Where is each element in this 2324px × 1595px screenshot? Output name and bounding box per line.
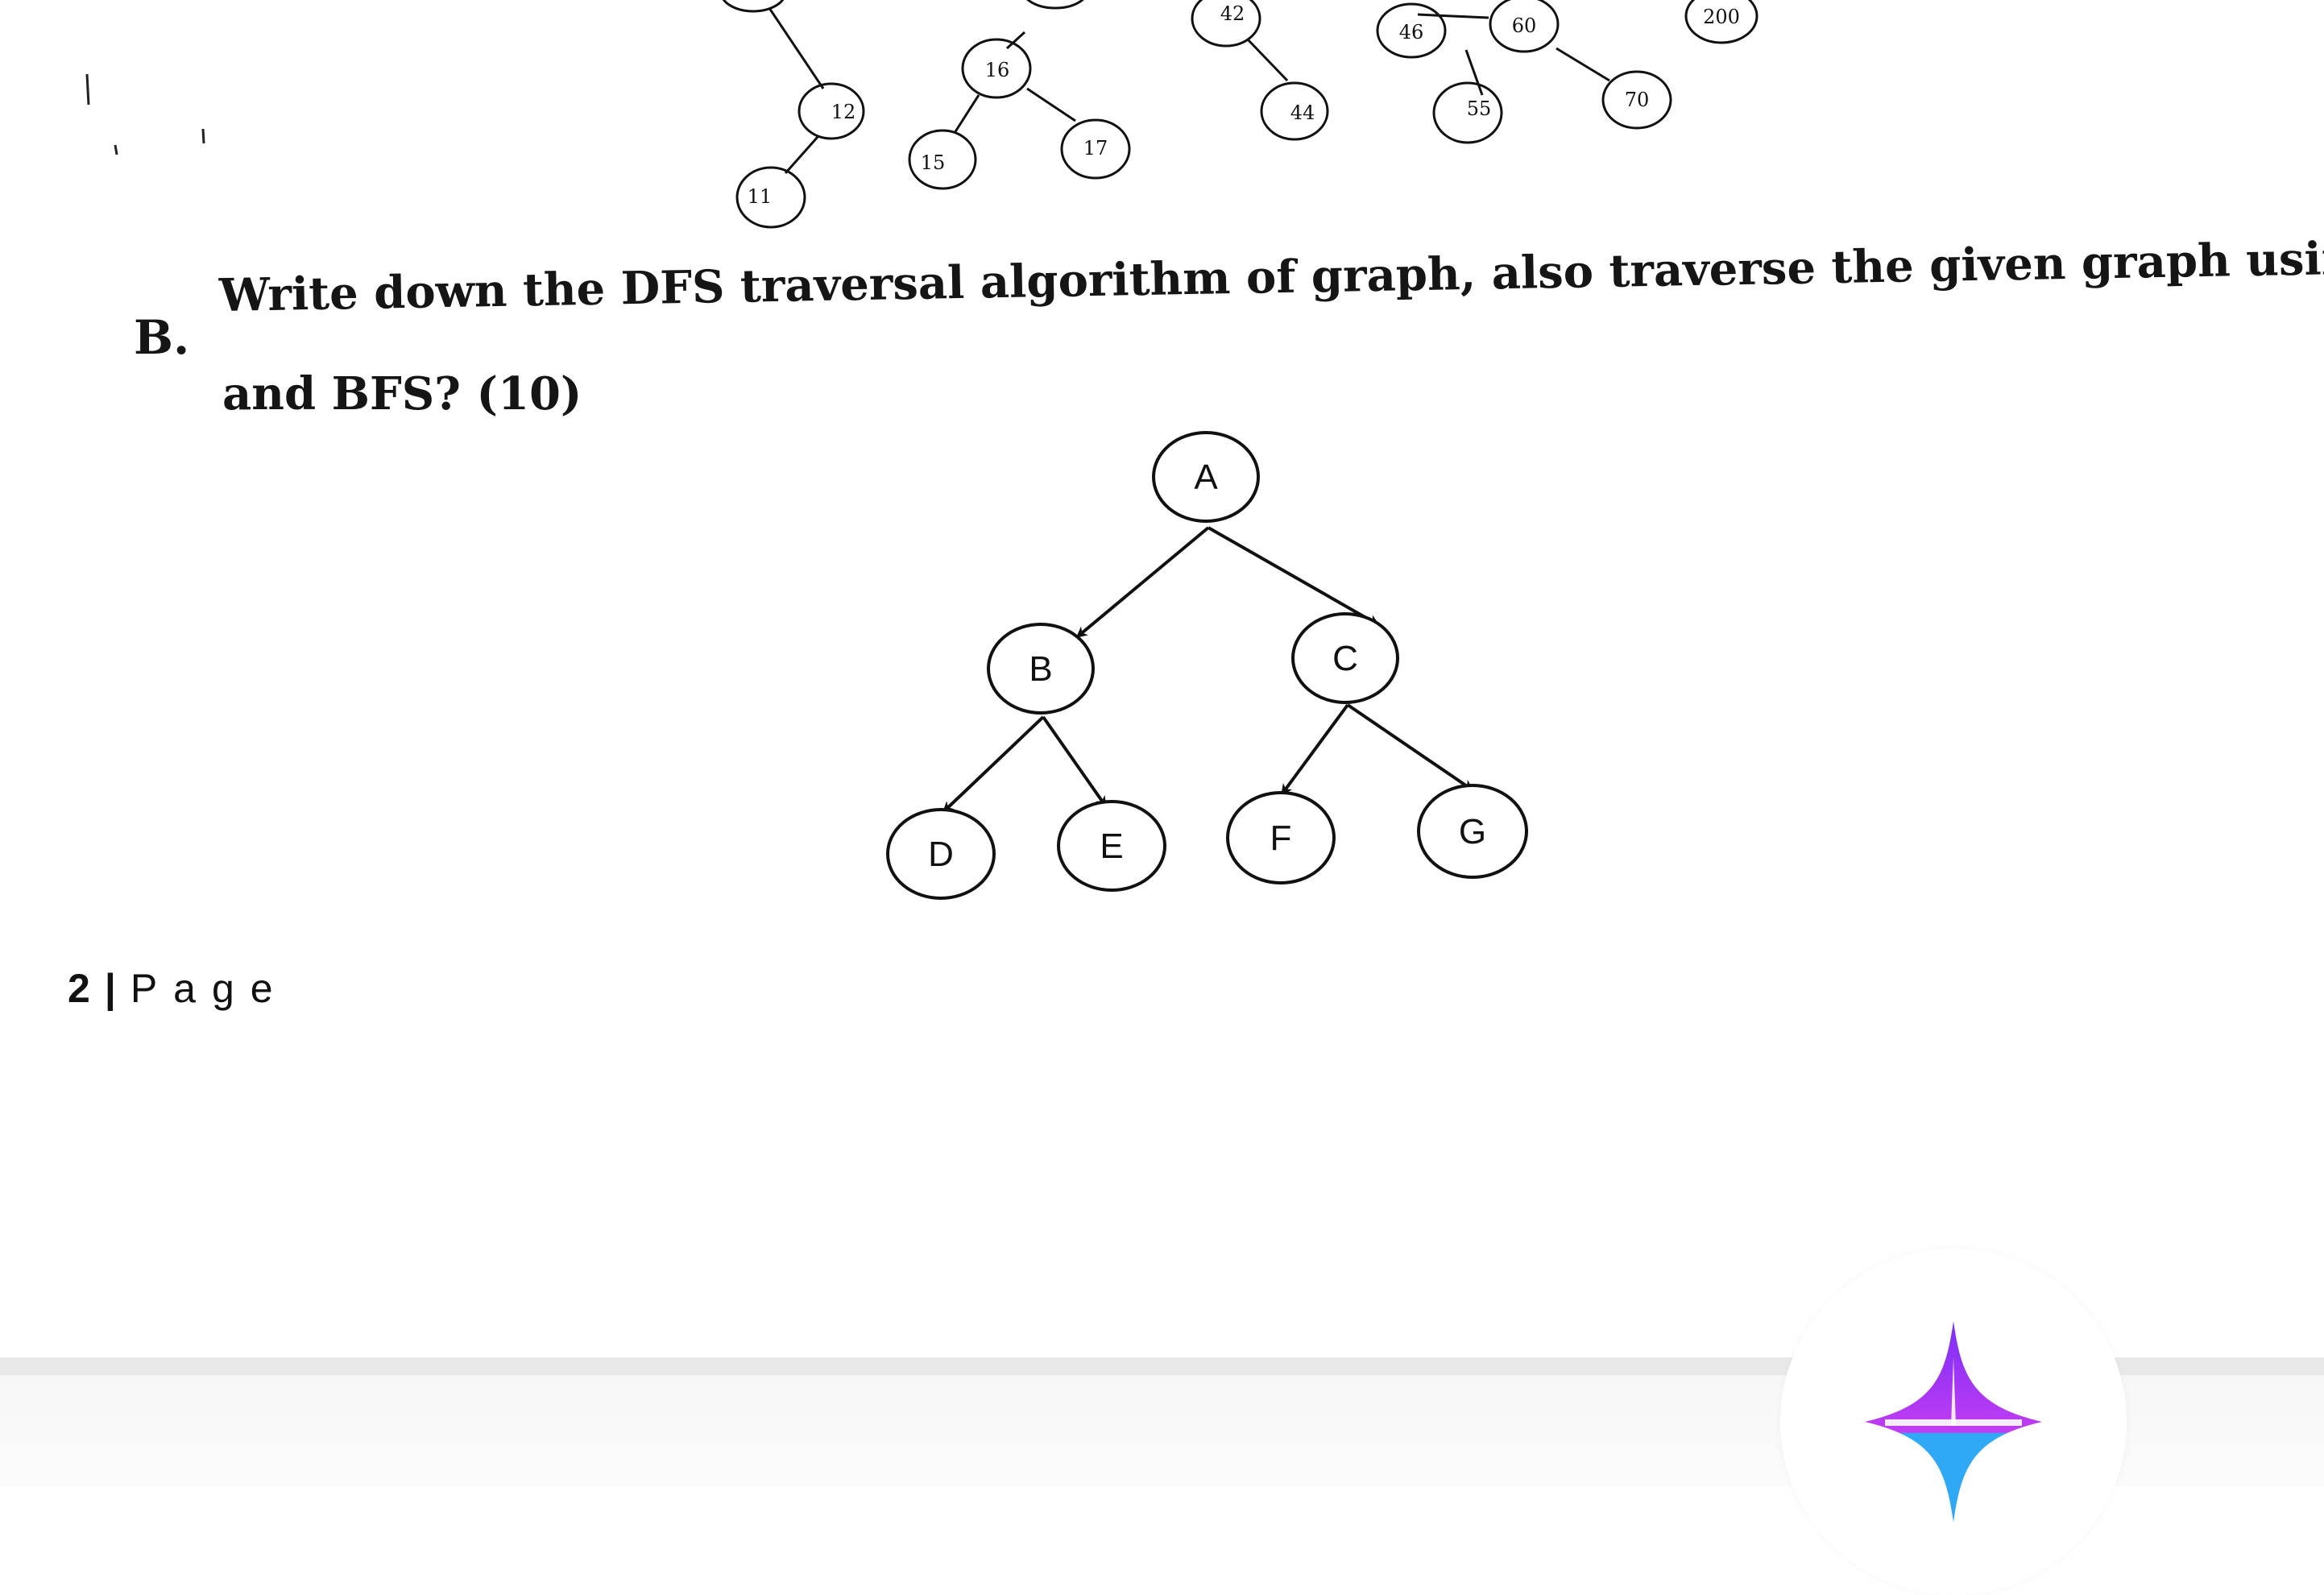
question-text-line-2: and BFS? (10) (222, 367, 582, 420)
graph-node-g (1417, 784, 1528, 879)
edge-a-c (1208, 526, 1380, 626)
edge-c-g (1346, 703, 1474, 791)
graph-node-e (1057, 800, 1166, 892)
page-separator: | (104, 966, 116, 1011)
graph-node-f (1226, 791, 1336, 884)
page-footer: 2 | Page (68, 965, 289, 1012)
graph-node-label: G (1459, 812, 1486, 851)
graph-node-label: B (1029, 649, 1052, 689)
sparkle-star-icon (1865, 1321, 2042, 1522)
edge-c-f (1281, 703, 1349, 796)
top-tree-diagram: 12 11 16 15 17 42 44 46 60 55 70 200 (85, 0, 1759, 229)
graph-node-a (1152, 431, 1260, 523)
tree-node-label: 60 (1512, 14, 1537, 37)
tree-node-label: 44 (1290, 102, 1315, 124)
tree-node-label: 46 (1399, 21, 1424, 44)
page-number: 2 (68, 966, 90, 1011)
graph-node-label: A (1194, 458, 1218, 497)
ai-assistant-button[interactable] (1780, 1249, 2127, 1595)
edge-b-e (1042, 715, 1107, 808)
question-number: B. (134, 310, 190, 365)
tree-node-label: 16 (985, 59, 1010, 81)
tree-node-label: 15 (921, 151, 946, 174)
tree-node-label: 17 (1083, 137, 1108, 160)
graph-node-label: D (928, 835, 954, 874)
exam-page: 12 11 16 15 17 42 44 46 60 55 70 200 B. … (0, 0, 2324, 1522)
tree-node-label: 70 (1625, 89, 1650, 111)
tree-node-label: 42 (1220, 2, 1245, 25)
tree-node-label: 11 (748, 185, 773, 208)
tree-node-label: 200 (1703, 6, 1740, 28)
edge-a-b (1075, 526, 1210, 638)
graph-node-label: E (1100, 826, 1123, 866)
graph-node-d (886, 808, 996, 900)
graph-node-label: C (1332, 639, 1358, 678)
edge-b-d (942, 715, 1045, 814)
graph-node-b (987, 623, 1095, 715)
tree-node-label: 55 (1467, 97, 1492, 120)
graph-node-label: F (1270, 818, 1292, 858)
tree-node-label: 12 (831, 101, 856, 123)
graph-diagram: A B C D E F G (886, 431, 1528, 900)
graph-node-c (1291, 612, 1399, 704)
page-word: Page (130, 966, 289, 1011)
